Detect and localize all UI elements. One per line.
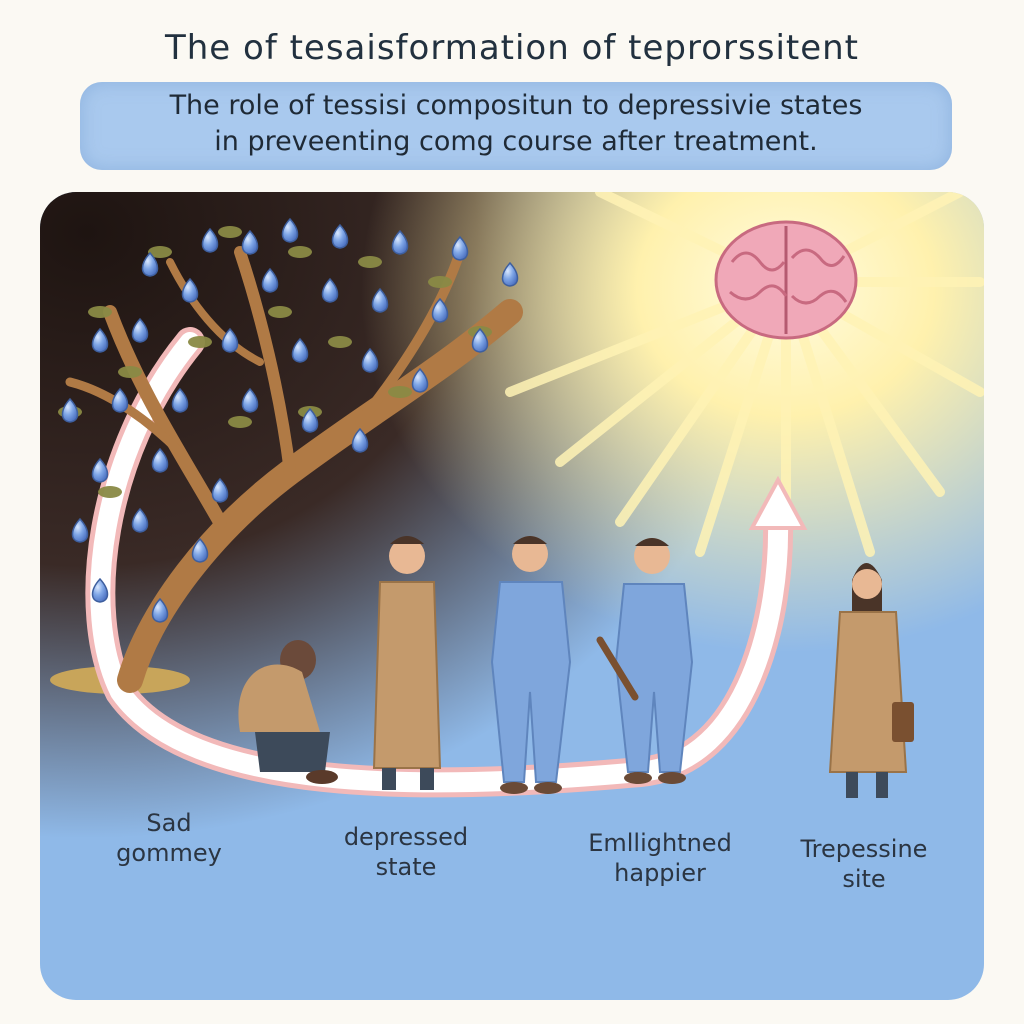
stage-label-line: Emllightned [588, 829, 732, 857]
raindrop-icon [321, 277, 339, 303]
person-sad-sitting [238, 640, 338, 784]
raindrop-icon [301, 407, 319, 433]
stage-label-depressed: depressed state [326, 822, 486, 882]
stage-label-line: state [375, 853, 437, 881]
raindrop-icon [131, 317, 149, 343]
raindrop-icon [201, 227, 219, 253]
raindrop-icon [221, 327, 239, 353]
stage-label-line: gommey [116, 839, 222, 867]
illustration-svg [40, 192, 984, 1000]
raindrop-icon [281, 217, 299, 243]
raindrop-icon [171, 387, 189, 413]
raindrop-icon [371, 287, 389, 313]
raindrop-icon [191, 537, 209, 563]
person-pajama-happier [596, 538, 694, 784]
person-depressed-standing [372, 536, 442, 790]
raindrop-icon [241, 387, 259, 413]
raindrop-icon [331, 223, 349, 249]
raindrop-icon [241, 229, 259, 255]
subtitle-banner: The role of tessisi compositun to depres… [80, 82, 952, 170]
raindrop-icon [261, 267, 279, 293]
stage-label-line: site [842, 865, 886, 893]
raindrop-icon [411, 367, 429, 393]
stage-label-sad: Sad gommey [94, 808, 244, 868]
subtitle-line-2: in preveenting comg course after treatme… [214, 126, 818, 157]
raindrop-icon [211, 477, 229, 503]
stage-label-line: happier [614, 859, 706, 887]
raindrop-icon [141, 251, 159, 277]
stage-label-line: depressed [343, 823, 469, 851]
raindrop-icon [391, 229, 409, 255]
raindrop-icon [291, 337, 309, 363]
subtitle-line-1: The role of tessisi compositun to depres… [169, 90, 863, 121]
brain-icon [714, 220, 858, 340]
briefcase-icon [892, 702, 914, 742]
diagram-title: The of tesaisformation of teprorssitent [164, 28, 860, 68]
stage-label-line: Sad [146, 809, 192, 837]
stage-label-trepessine: Trepessine site [784, 834, 944, 894]
stage-label-line: Trepessine [800, 835, 928, 863]
raindrop-icon [131, 507, 149, 533]
raindrop-icon [431, 297, 449, 323]
person-pajama-walking [490, 536, 572, 794]
raindrop-icon [71, 517, 89, 543]
raindrop-icon [361, 347, 379, 373]
raindrop-icon [91, 457, 109, 483]
illustration-panel: Sad gommey depressed state Emllightned h… [40, 192, 984, 1000]
raindrop-icon [111, 387, 129, 413]
raindrop-icon [471, 327, 489, 353]
raindrop-icon [91, 327, 109, 353]
raindrop-icon [61, 397, 79, 423]
raindrop-icon [351, 427, 369, 453]
raindrop-icon [151, 597, 169, 623]
stage-label-enlightened: Emllightned happier [570, 828, 750, 888]
raindrop-icon [451, 235, 469, 261]
raindrop-icon [151, 447, 169, 473]
person-woman-coat [828, 563, 914, 798]
raindrop-icon [181, 277, 199, 303]
raindrop-icon [501, 261, 519, 287]
raindrop-icon [91, 577, 109, 603]
raindrop-cluster [61, 217, 519, 623]
